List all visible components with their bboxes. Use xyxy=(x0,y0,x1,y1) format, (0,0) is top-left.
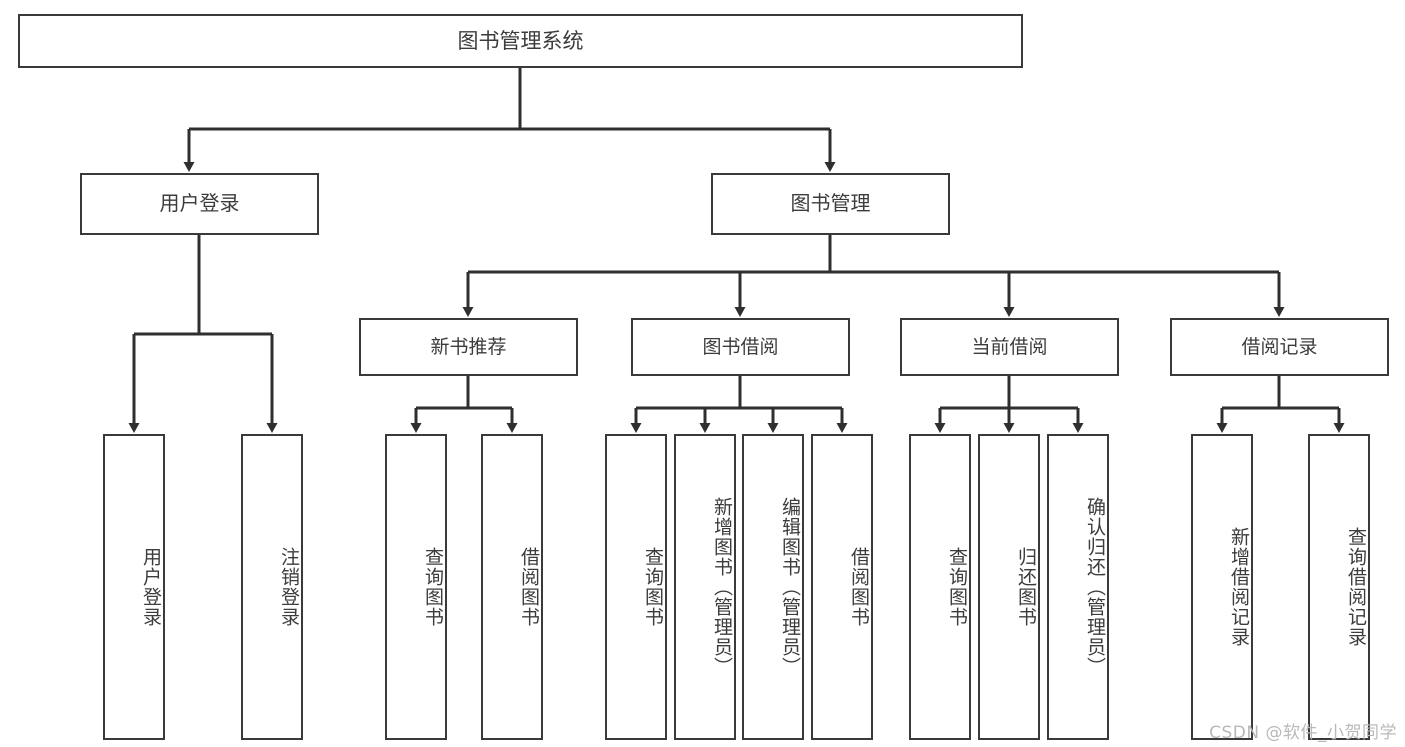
node-leaf-logout-login[interactable]: 注销登录 xyxy=(241,434,303,740)
node-user-login[interactable]: 用户登录 xyxy=(80,173,319,235)
node-new-book-recommend-label: 新书推荐 xyxy=(430,335,507,358)
node-leaf-edit-book[interactable]: 编辑图书（管理员） xyxy=(742,434,804,740)
node-leaf-query-book-3[interactable]: 查询图书 xyxy=(909,434,971,740)
node-leaf-borrow-book-1-label: 借阅图书 xyxy=(518,547,540,627)
node-leaf-borrow-book-2[interactable]: 借阅图书 xyxy=(811,434,873,740)
node-leaf-confirm-return-label: 确认归还（管理员） xyxy=(1084,497,1106,677)
node-borrow-record-label: 借阅记录 xyxy=(1241,335,1318,358)
node-leaf-query-book-2[interactable]: 查询图书 xyxy=(605,434,667,740)
node-book-borrow[interactable]: 图书借阅 xyxy=(631,318,850,376)
node-leaf-query-book-1[interactable]: 查询图书 xyxy=(385,434,447,740)
node-leaf-query-book-1-label: 查询图书 xyxy=(422,547,444,627)
node-leaf-confirm-return[interactable]: 确认归还（管理员） xyxy=(1047,434,1109,740)
csdn-watermark: CSDN @软件_小贺同学 xyxy=(1209,723,1397,743)
node-leaf-query-book-3-label: 查询图书 xyxy=(946,547,968,627)
node-leaf-add-book[interactable]: 新增图书（管理员） xyxy=(674,434,736,740)
node-leaf-return-book-label: 归还图书 xyxy=(1015,547,1037,627)
node-leaf-borrow-book-1[interactable]: 借阅图书 xyxy=(481,434,543,740)
node-leaf-query-book-2-label: 查询图书 xyxy=(642,547,664,627)
node-leaf-add-record[interactable]: 新增借阅记录 xyxy=(1191,434,1253,740)
node-root-label: 图书管理系统 xyxy=(457,28,584,53)
node-current-borrow[interactable]: 当前借阅 xyxy=(900,318,1119,376)
node-leaf-logout-login-label: 注销登录 xyxy=(278,547,300,627)
node-leaf-query-record[interactable]: 查询借阅记录 xyxy=(1308,434,1370,740)
node-leaf-add-record-label: 新增借阅记录 xyxy=(1228,527,1250,647)
node-leaf-query-record-label: 查询借阅记录 xyxy=(1345,527,1367,647)
node-leaf-edit-book-label: 编辑图书（管理员） xyxy=(779,497,801,677)
node-book-manage-label: 图书管理 xyxy=(790,191,871,216)
node-root[interactable]: 图书管理系统 xyxy=(18,14,1023,68)
node-borrow-record[interactable]: 借阅记录 xyxy=(1170,318,1389,376)
node-leaf-user-login-label: 用户登录 xyxy=(140,547,162,627)
node-current-borrow-label: 当前借阅 xyxy=(971,335,1048,358)
node-new-book-recommend[interactable]: 新书推荐 xyxy=(359,318,578,376)
node-book-manage[interactable]: 图书管理 xyxy=(711,173,950,235)
node-user-login-label: 用户登录 xyxy=(159,191,240,216)
node-leaf-user-login[interactable]: 用户登录 xyxy=(103,434,165,740)
node-leaf-add-book-label: 新增图书（管理员） xyxy=(711,497,733,677)
node-book-borrow-label: 图书借阅 xyxy=(702,335,779,358)
node-leaf-return-book[interactable]: 归还图书 xyxy=(978,434,1040,740)
node-leaf-borrow-book-2-label: 借阅图书 xyxy=(848,547,870,627)
